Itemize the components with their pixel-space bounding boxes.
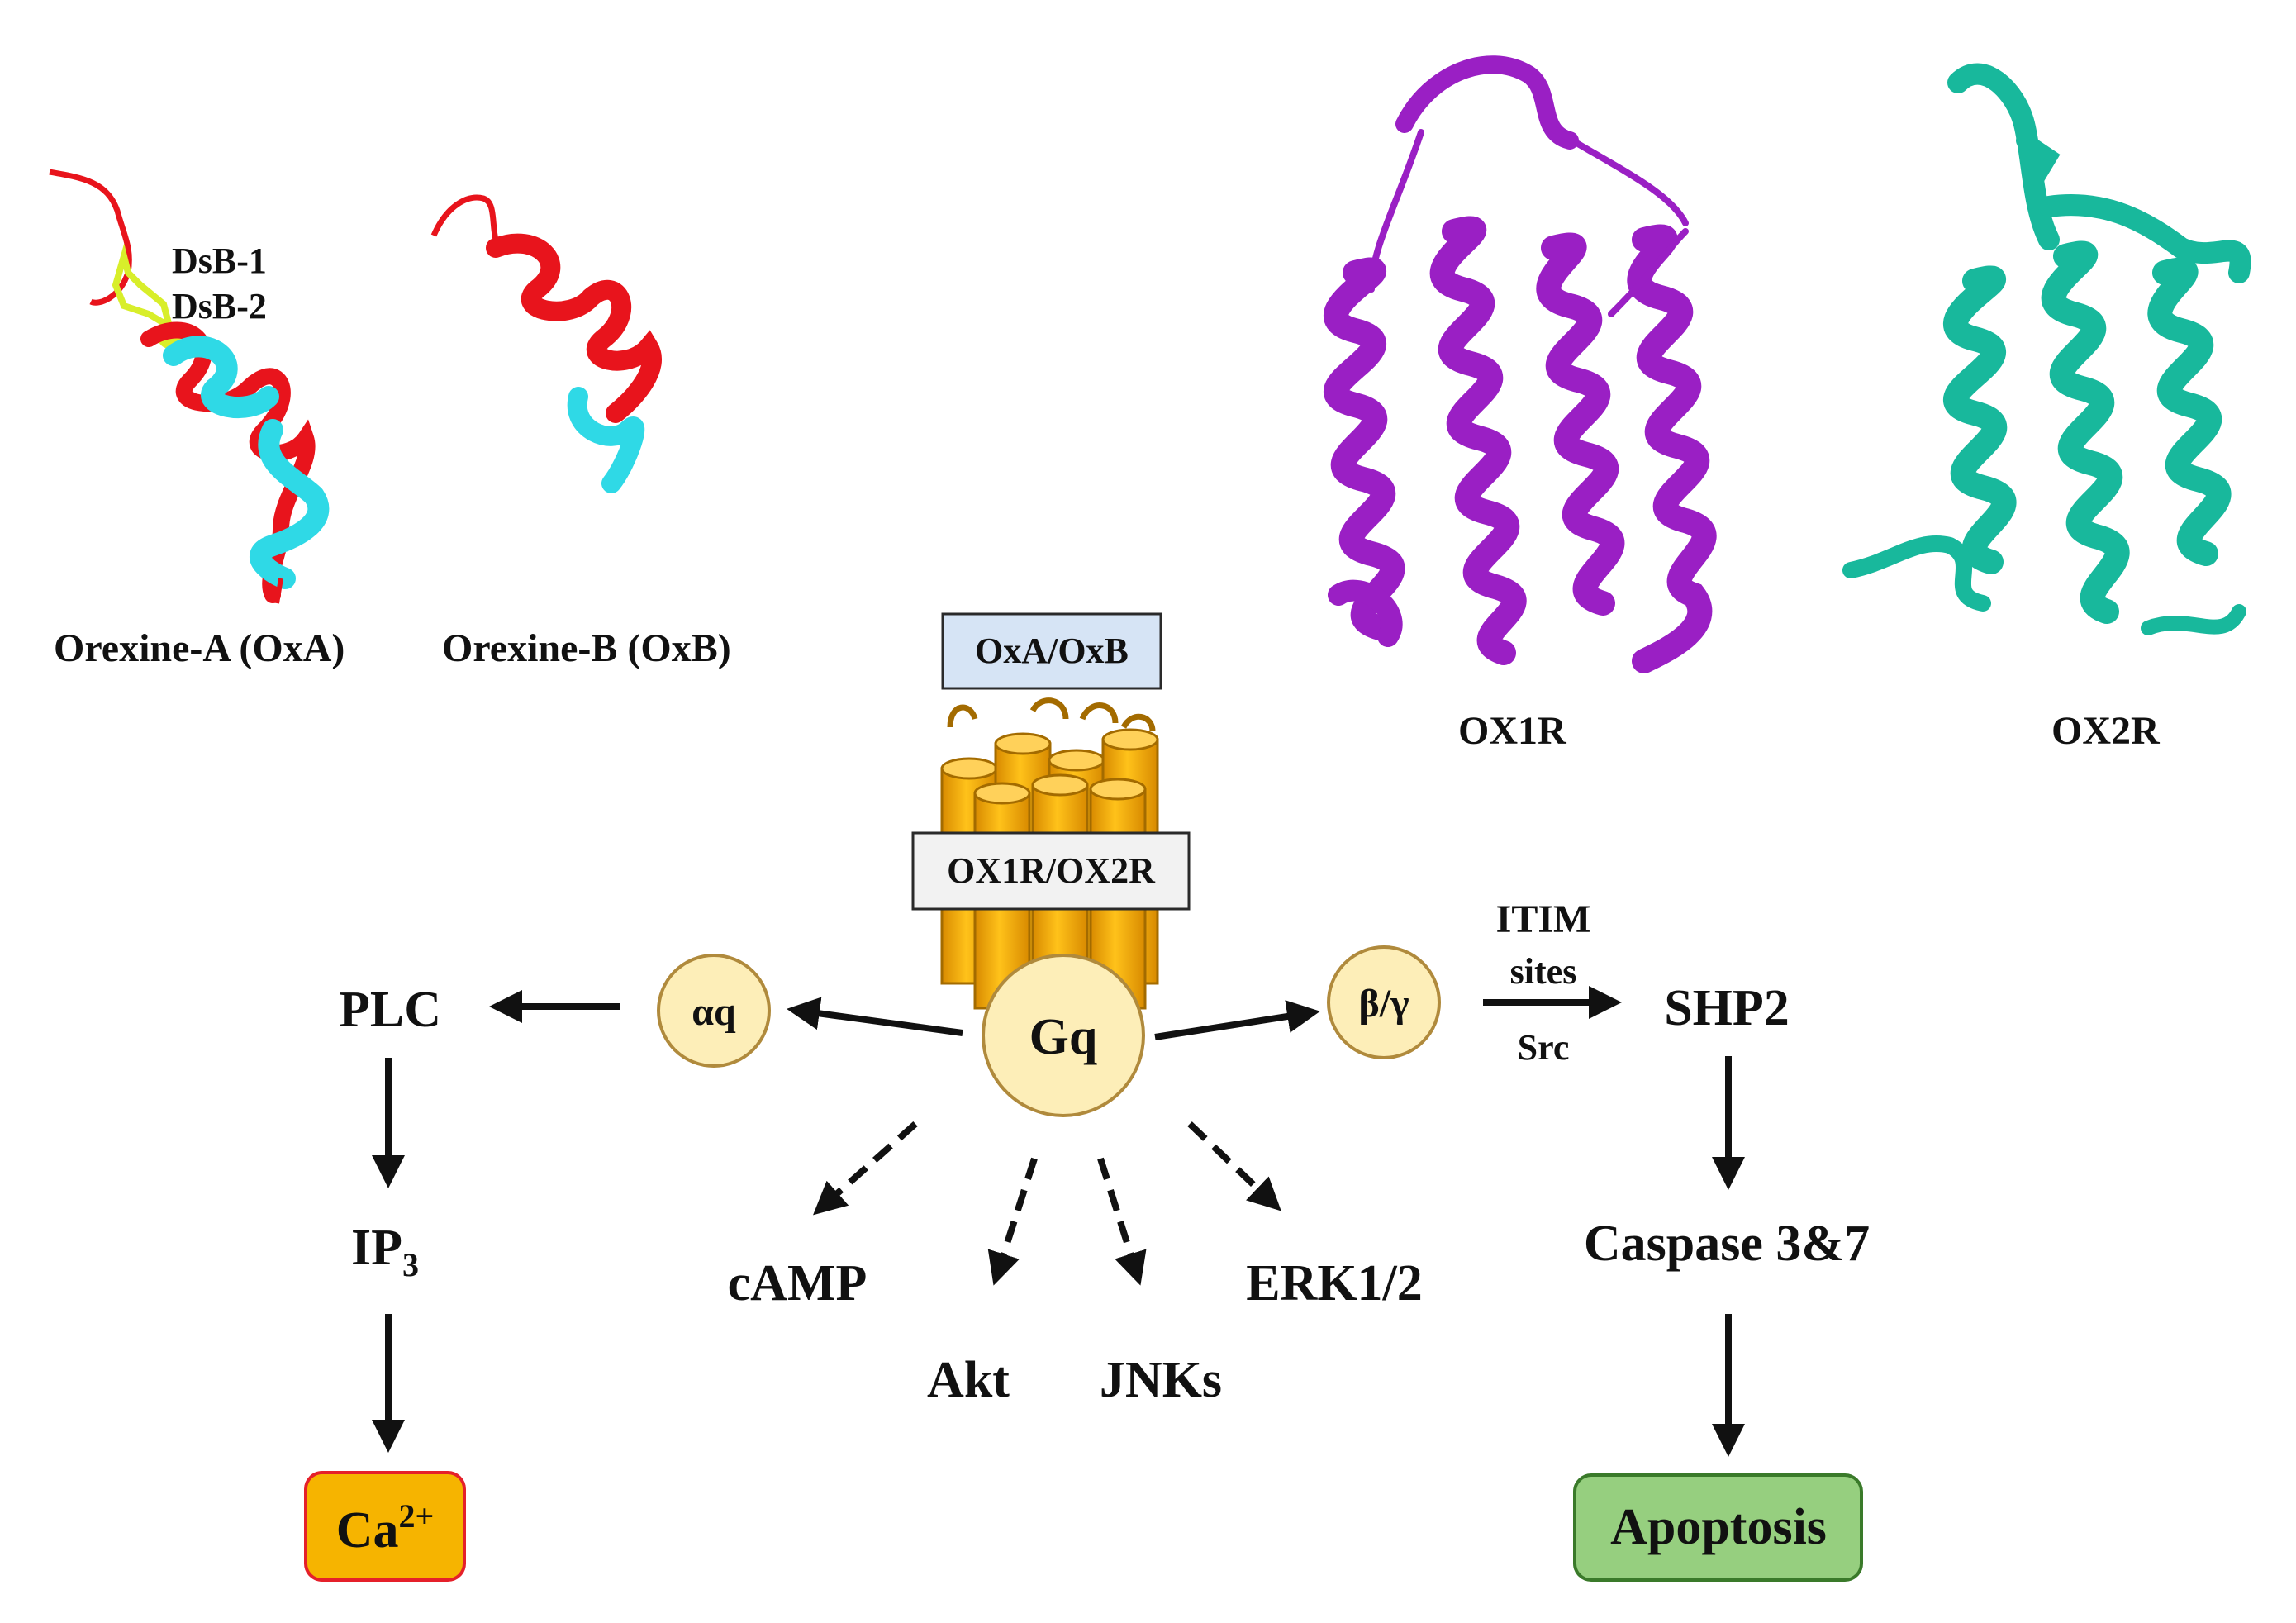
camp-label: cAMP bbox=[728, 1255, 868, 1311]
solid-arrows bbox=[372, 986, 1745, 1457]
itim-label-line2: sites bbox=[1510, 951, 1577, 992]
gq-circle bbox=[982, 954, 1145, 1117]
receptor-box-label: OX1R/OX2R bbox=[947, 850, 1156, 891]
src-label: Src bbox=[1518, 1027, 1570, 1068]
dashed-arrows bbox=[813, 1121, 1281, 1286]
arrow-gq-to-betagamma bbox=[1154, 1000, 1320, 1040]
receptor-box bbox=[911, 831, 1191, 911]
erk-label: ERK1/2 bbox=[1246, 1255, 1423, 1311]
alpha-q-label: αq bbox=[692, 990, 736, 1034]
arrow-gq-to-alpha bbox=[787, 997, 963, 1036]
plc-label: PLC bbox=[339, 982, 441, 1038]
disulfide-bonds bbox=[112, 243, 175, 334]
arrow-gq-to-camp bbox=[813, 1121, 918, 1216]
caspase-label: Caspase 3&7 bbox=[1584, 1216, 1870, 1272]
ox1r-label: OX1R bbox=[1458, 709, 1567, 753]
calcium-label: Ca2+ bbox=[336, 1497, 435, 1559]
ox2r-structure bbox=[1842, 63, 2251, 635]
arrow-gq-to-akt bbox=[987, 1157, 1038, 1286]
ligand-box-label: OxA/OxB bbox=[975, 631, 1129, 671]
ligand-box bbox=[941, 612, 1162, 690]
disulfide-label-1: DsB-1 bbox=[172, 240, 267, 281]
orexin-b-structure bbox=[430, 194, 662, 493]
ox2r-label: OX2R bbox=[2051, 709, 2161, 753]
arrow-gq-to-erk bbox=[1187, 1121, 1281, 1211]
jnks-label: JNKs bbox=[1100, 1352, 1222, 1408]
akt-label: Akt bbox=[927, 1352, 1010, 1408]
shp2-label: SHP2 bbox=[1664, 980, 1790, 1036]
arrow-gq-to-jnks bbox=[1097, 1157, 1147, 1286]
disulfide-label-2: DsB-2 bbox=[172, 286, 267, 326]
ox1r-structure bbox=[1324, 55, 1717, 673]
itim-label-line1: ITIM bbox=[1496, 897, 1591, 941]
orexin-a-structure bbox=[49, 169, 330, 604]
ip3-label: IP3 bbox=[351, 1220, 419, 1283]
orexin-b-label: Orexine-B (OxB) bbox=[442, 626, 731, 670]
apoptosis-label: Apoptosis bbox=[1610, 1499, 1827, 1555]
calcium-box bbox=[304, 1471, 466, 1582]
orexin-a-label: Orexine-A (OxA) bbox=[54, 626, 345, 670]
beta-gamma-circle bbox=[1327, 945, 1441, 1059]
gq-label: Gq bbox=[1029, 1009, 1098, 1065]
beta-gamma-label: β/γ bbox=[1358, 982, 1409, 1026]
alpha-q-circle bbox=[657, 954, 771, 1068]
apoptosis-box bbox=[1573, 1473, 1863, 1582]
